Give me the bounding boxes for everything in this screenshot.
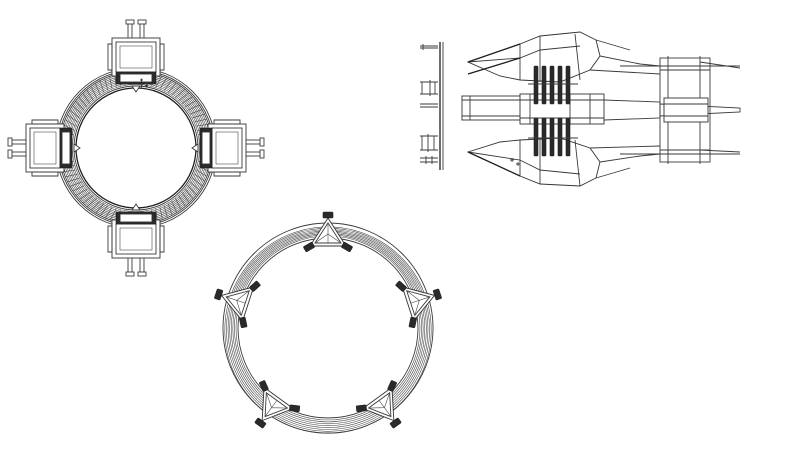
left-bracket [420,42,444,170]
engine-coils [528,65,578,157]
ring-pod [214,280,261,329]
aft-frame [620,56,741,164]
station-pod [7,119,81,177]
station-pod [107,19,165,93]
ship-side-view [420,31,741,187]
upper-hull [466,31,740,83]
ring-station-four-pods [7,19,265,277]
ring-pod [395,280,442,329]
ring-station-five-pods [214,211,442,434]
ring-hatching [59,71,213,225]
station-pod [107,203,165,277]
ring-pod [355,380,402,429]
ring-pod [254,380,301,429]
station-pod [191,119,265,177]
ring-pod [303,211,353,253]
